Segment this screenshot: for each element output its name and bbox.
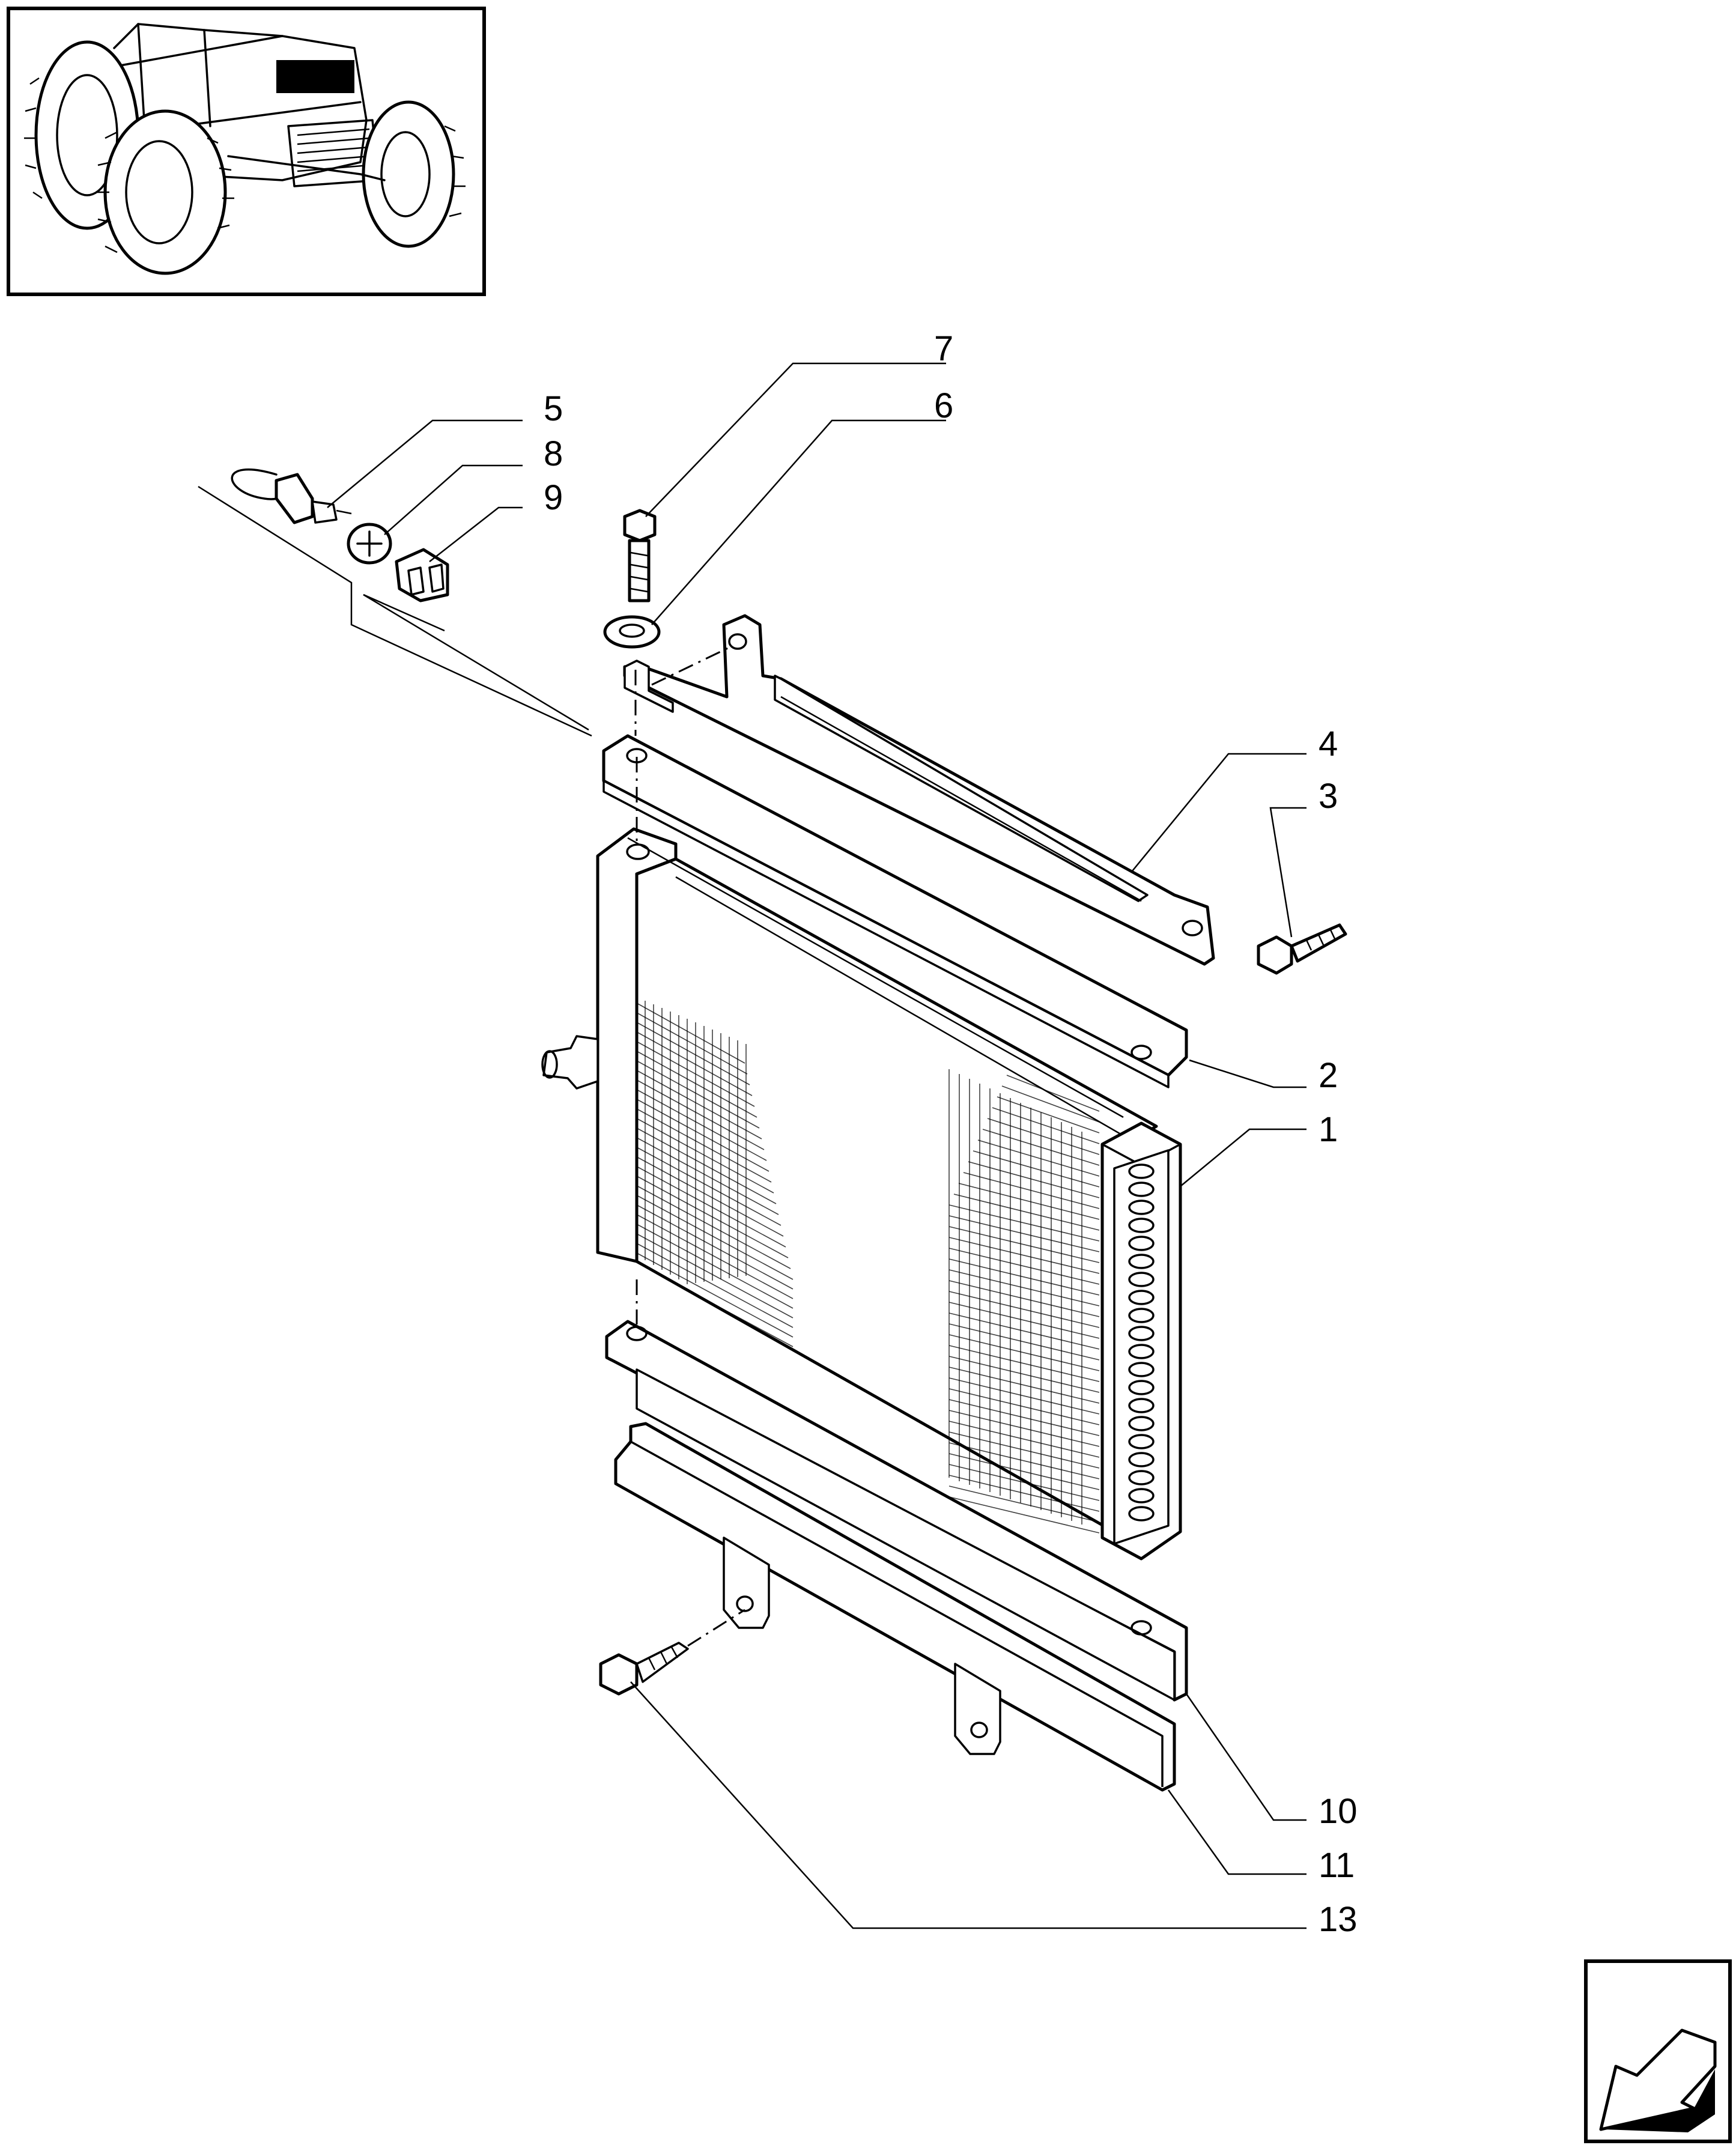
washer-6 (603, 615, 661, 649)
callout-6: 6 (934, 386, 953, 425)
callout-1: 1 (1319, 1110, 1338, 1149)
screw-13 (599, 1642, 689, 1696)
leader-lines (327, 362, 1307, 1929)
cable-path-lines (198, 485, 592, 737)
hex-bolt-7 (623, 509, 657, 602)
lower-bracket (605, 1320, 1188, 1702)
tractor-thumbnail-icon[interactable] (7, 7, 486, 296)
alignment-lines (634, 645, 745, 1647)
callout-8: 8 (544, 434, 563, 473)
callout-4: 4 (1319, 724, 1338, 763)
callout-2: 2 (1319, 1056, 1338, 1095)
callout-5: 5 (544, 389, 563, 428)
callout-3: 3 (1319, 777, 1338, 816)
bolt-3 (1257, 923, 1347, 975)
callout-labels: 7 6 5 8 9 4 3 2 1 10 11 13 (544, 329, 1358, 1939)
callout-9: 9 (544, 478, 563, 517)
callout-13: 13 (1319, 1900, 1358, 1939)
retaining-clip-9 (395, 548, 449, 602)
upper-bracket (602, 734, 1188, 1088)
top-support-plate (623, 614, 1215, 966)
callout-7: 7 (934, 329, 953, 368)
callout-11: 11 (1319, 1846, 1355, 1885)
lock-pin-5 (231, 468, 352, 524)
radiator-core (541, 827, 1182, 1561)
bottom-channel (614, 1422, 1176, 1792)
next-page-arrow-icon[interactable] (1584, 1959, 1732, 2143)
callout-10: 10 (1319, 1792, 1358, 1831)
spring-washer-8 (347, 523, 392, 565)
